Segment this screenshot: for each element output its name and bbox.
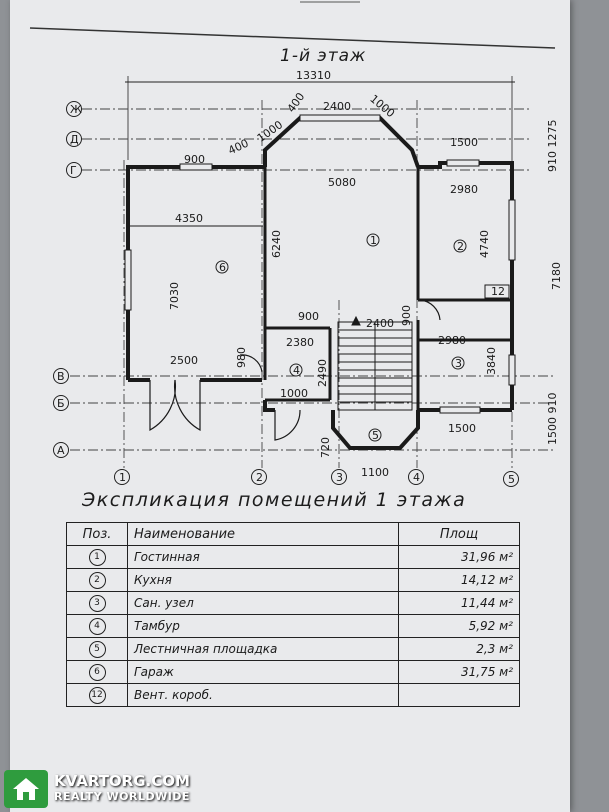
room-name: Сан. узел	[127, 591, 399, 615]
room-area: 31,75 м²	[398, 660, 520, 684]
room-area: 2,3 м²	[398, 637, 520, 661]
svg-text:900: 900	[184, 153, 205, 166]
svg-text:910 1275: 910 1275	[546, 120, 559, 173]
table-row: 3 Сан. узел 11,44 м²	[66, 591, 520, 615]
svg-text:4: 4	[293, 364, 300, 377]
svg-text:2490: 2490	[316, 359, 329, 387]
room-name: Гостинная	[127, 545, 399, 569]
svg-text:400: 400	[226, 137, 251, 158]
floor-title: 1-й этаж	[280, 46, 367, 66]
svg-text:1500 910: 1500 910	[546, 393, 559, 446]
svg-text:Г: Г	[70, 164, 77, 177]
pos-marker: 1	[88, 549, 106, 566]
room-markers: 1 2 3 4 5 6 12	[215, 233, 505, 442]
room-name: Тамбур	[127, 614, 399, 638]
svg-text:А: А	[57, 444, 65, 457]
dim-overall: 13310	[296, 69, 331, 82]
svg-text:В: В	[57, 370, 65, 383]
windows	[124, 114, 516, 414]
svg-text:400: 400	[285, 90, 308, 115]
svg-text:6: 6	[219, 261, 226, 274]
svg-text:2980: 2980	[450, 183, 478, 196]
room-area: 14,12 м²	[398, 568, 520, 592]
axis-letter-markers: Ж Д Г В Б А	[53, 101, 82, 458]
table-row: 2 Кухня 14,12 м²	[66, 568, 520, 592]
room-name: Гараж	[127, 660, 399, 684]
table-row: 4 Тамбур 5,92 м²	[66, 614, 520, 638]
header-pos: Поз.	[66, 522, 128, 546]
table-row: 12 Вент. короб.	[66, 683, 520, 707]
svg-text:980: 980	[235, 347, 248, 368]
table-row: 5 Лестничная площадка 2,3 м²	[66, 637, 520, 661]
svg-text:1100: 1100	[361, 466, 389, 479]
svg-text:6240: 6240	[270, 230, 283, 258]
header-area: Площ	[398, 522, 520, 546]
svg-text:Ж: Ж	[70, 103, 82, 116]
svg-text:1000: 1000	[255, 118, 285, 145]
room-area: 11,44 м²	[398, 591, 520, 615]
house-icon	[4, 770, 48, 808]
pos-marker: 2	[88, 572, 106, 589]
svg-text:3840: 3840	[485, 347, 498, 375]
pos-marker: 12	[88, 687, 106, 704]
room-name: Кухня	[127, 568, 399, 592]
pos-marker: 5	[88, 641, 106, 658]
table-row: 6 Гараж 31,75 м²	[66, 660, 520, 684]
svg-text:2: 2	[457, 240, 464, 253]
table-row: 1 Гостинная 31,96 м²	[66, 545, 520, 569]
svg-text:2400: 2400	[323, 100, 351, 113]
room-area: 31,96 м²	[398, 545, 520, 569]
staircase	[337, 315, 413, 411]
svg-text:900: 900	[298, 310, 319, 323]
svg-text:4350: 4350	[175, 212, 203, 225]
svg-text:1000: 1000	[280, 387, 308, 400]
rooms-table: Поз. Наименование Площ 1 Гостинная 31,96…	[66, 522, 520, 707]
svg-text:2400: 2400	[366, 317, 394, 330]
watermark-line1: KVARTORG.COM	[54, 772, 190, 790]
room-area: 5,92 м²	[398, 614, 520, 638]
garage-gates	[149, 299, 441, 441]
svg-text:2: 2	[256, 471, 263, 484]
svg-text:900: 900	[400, 305, 413, 326]
svg-text:2980: 2980	[438, 334, 466, 347]
svg-text:4: 4	[413, 471, 420, 484]
svg-text:5: 5	[372, 429, 379, 442]
svg-text:1500: 1500	[450, 136, 478, 149]
room-area	[398, 683, 520, 707]
watermark-line2: REALTY WORLDWIDE	[54, 790, 190, 803]
svg-text:5080: 5080	[328, 176, 356, 189]
svg-text:Д: Д	[70, 133, 79, 146]
watermark: KVARTORG.COM REALTY WORLDWIDE	[4, 770, 190, 808]
svg-text:7180: 7180	[550, 262, 563, 290]
svg-text:720: 720	[319, 437, 332, 458]
dimension-labels: 2400 1000 400 400 1000 1500 900 5080 298…	[168, 90, 563, 479]
explication-title: Экспликация помещений 1 этажа	[82, 489, 467, 511]
room-name: Вент. короб.	[127, 683, 399, 707]
svg-text:2500: 2500	[170, 354, 198, 367]
room-name: Лестничная площадка	[127, 637, 399, 661]
svg-text:4740: 4740	[478, 230, 491, 258]
svg-text:3: 3	[336, 471, 343, 484]
svg-text:2380: 2380	[286, 336, 314, 349]
table-header-row: Поз. Наименование Площ	[66, 522, 520, 546]
svg-text:5: 5	[508, 473, 515, 486]
pos-marker: 6	[88, 664, 106, 681]
svg-text:1500: 1500	[448, 422, 476, 435]
axis-number-markers: 1 2 3 4 5	[114, 469, 519, 487]
vent-box	[484, 284, 510, 299]
svg-text:12: 12	[491, 285, 505, 298]
svg-text:1: 1	[370, 234, 377, 247]
svg-text:3: 3	[455, 357, 462, 370]
svg-text:Б: Б	[57, 397, 65, 410]
pos-marker: 3	[88, 595, 106, 612]
svg-text:7030: 7030	[168, 282, 181, 310]
svg-text:1: 1	[119, 471, 126, 484]
pos-marker: 4	[88, 618, 106, 635]
header-name: Наименование	[127, 522, 399, 546]
